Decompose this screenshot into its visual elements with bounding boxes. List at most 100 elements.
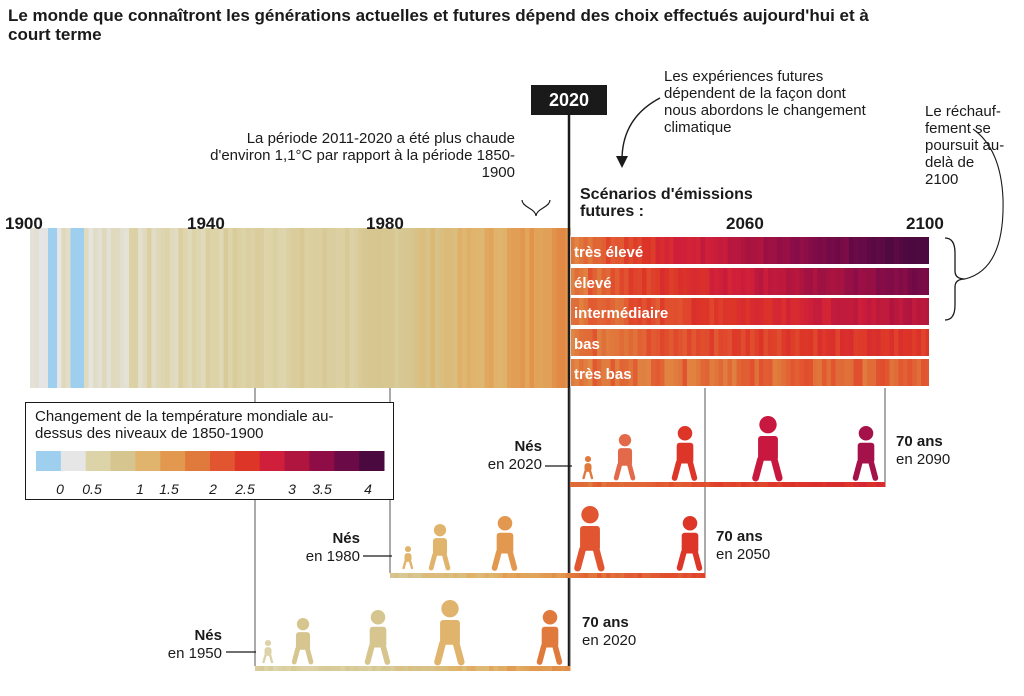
stripe-2006 (507, 228, 513, 388)
stripe-1941 (214, 228, 220, 388)
warming-annotation: Le réchauf-fement se poursuit au-delà de… (925, 103, 1005, 188)
scenario-0-stripe-2071 (799, 236, 805, 265)
scenario-1-stripe-2040 (660, 267, 666, 296)
gen-0-bar-2085 (862, 482, 868, 487)
scenario-3-stripe-2076 (822, 328, 828, 357)
stripe-1994 (453, 228, 459, 388)
scenario-1-stripe-2033 (628, 267, 634, 296)
axis-year-1940: 1940 (187, 214, 225, 233)
scenario-3-stripe-2034 (633, 328, 639, 357)
legend-swatch-5 (160, 451, 186, 471)
gen-1-bar-1985 (412, 573, 418, 578)
stripe-2007 (511, 228, 517, 388)
stripe-1926 (147, 228, 153, 388)
scenario-4-stripe-2097 (916, 358, 922, 387)
stripe-1982 (399, 228, 405, 388)
scenario-0-stripe-2097 (916, 236, 922, 265)
gen-2-bar-1985 (412, 666, 418, 671)
scenario-2-stripe-2027 (601, 297, 607, 326)
stripe-1937 (196, 228, 202, 388)
scenario-0-stripe-2088 (876, 236, 882, 265)
person-icon-2-1-head (296, 618, 310, 631)
scenario-2-stripe-2078 (831, 297, 837, 326)
stripe-1959 (295, 228, 301, 388)
scenario-3-stripe-2081 (844, 328, 850, 357)
person-icon-2-3-body (440, 619, 460, 645)
stripe-2018 (561, 228, 567, 388)
scenario-4-stripe-2065 (772, 358, 778, 387)
gen-0-bar-2048 (696, 482, 701, 487)
scenario-2-stripe-2030 (615, 297, 621, 326)
gen-0-bar-2060 (750, 482, 755, 487)
stripe-1958 (291, 228, 297, 388)
gen-1-bar-2039 (655, 573, 661, 578)
gen-2-bar-1979 (385, 666, 391, 671)
scenario-4-stripe-2050 (705, 358, 711, 387)
gen-0-bar-2038 (651, 482, 656, 487)
scenario-3-stripe-2053 (718, 328, 724, 357)
stripe-1984 (408, 228, 414, 388)
gen-2-bar-2016 (552, 666, 557, 671)
gen-1-bar-2032 (624, 573, 629, 578)
scenario-4-stripe-2070 (795, 358, 801, 387)
scenario-1-stripe-2082 (849, 267, 855, 296)
person-icon-0-2-body (676, 442, 694, 464)
color-legend: Changement de la température mondiale au… (25, 402, 394, 500)
legend-tick-0.5: 0.5 (82, 481, 102, 497)
stripe-1924 (138, 228, 144, 388)
scenario-label-low: bas (574, 336, 600, 353)
gen-1-bar-2007 (511, 573, 517, 578)
scenario-0-stripe-2025 (592, 236, 598, 265)
scenario-0-stripe-2092 (894, 236, 900, 265)
scenario-2-stripe-2098 (921, 297, 927, 326)
scenario-4-stripe-2098 (921, 358, 927, 387)
scenario-3-stripe-2073 (808, 328, 814, 357)
legend-swatch-10 (284, 451, 310, 471)
scenario-2-stripe-2052 (714, 297, 720, 326)
scenario-4-stripe-2061 (754, 358, 760, 387)
scenario-4-stripe-2055 (727, 358, 733, 387)
legend-tick-3.5: 3.5 (312, 481, 332, 497)
gen-0-bar-2023 (583, 482, 589, 487)
stripe-1922 (129, 228, 135, 388)
stripe-1903 (43, 228, 49, 388)
axis-year-1980: 1980 (366, 214, 404, 233)
scenario-3-stripe-2033 (628, 328, 634, 357)
axis-year-1900: 1900 (5, 214, 43, 233)
scenario-2-stripe-2093 (898, 297, 904, 326)
gen-0-bar-2074 (813, 482, 818, 487)
gen-2-bar-1950 (255, 666, 260, 671)
gen-2-bar-1970 (345, 666, 350, 671)
scenario-0-stripe-2056 (732, 236, 738, 265)
gen-1-bar-2028 (606, 573, 611, 578)
scenario-4-stripe-2076 (822, 358, 828, 387)
scenario-1-stripe-2093 (898, 267, 904, 296)
legend-swatch-12 (334, 451, 360, 471)
gen-0-bar-2070 (795, 482, 800, 487)
scenario-1-stripe-2077 (826, 267, 832, 296)
scenario-2-stripe-2088 (876, 297, 882, 326)
born-1980-year: en 1980 (305, 548, 360, 565)
gen-0-bar-2067 (781, 482, 787, 487)
gen-0-bar-2039 (655, 482, 661, 487)
gen-1-bar-2004 (498, 573, 503, 578)
scenario-3-stripe-2098 (921, 328, 927, 357)
scenario-0-stripe-2099 (925, 236, 931, 265)
scenario-2-stripe-2033 (628, 297, 634, 326)
scenario-4-stripe-2095 (907, 358, 913, 387)
gen-2-bar-1982 (399, 666, 404, 671)
scenario-0-stripe-2041 (664, 236, 670, 265)
gen-0-bar-2022 (579, 482, 584, 487)
scenario-0-stripe-2043 (673, 236, 679, 265)
scenario-1-stripe-2080 (840, 267, 846, 296)
scenario-1-stripe-2070 (795, 267, 801, 296)
scenario-3-stripe-2023 (583, 328, 589, 357)
axis-year-2100: 2100 (906, 214, 944, 233)
gen-0-bar-2055 (727, 482, 733, 487)
person-icon-0-2-head (677, 426, 693, 441)
gen-2-bar-1990 (435, 666, 440, 671)
scenario-2-stripe-2047 (691, 297, 697, 326)
person-icon-1-2-head (497, 516, 513, 531)
scenario-4-stripe-2087 (871, 358, 877, 387)
gen-1-bar-2049 (700, 573, 706, 578)
